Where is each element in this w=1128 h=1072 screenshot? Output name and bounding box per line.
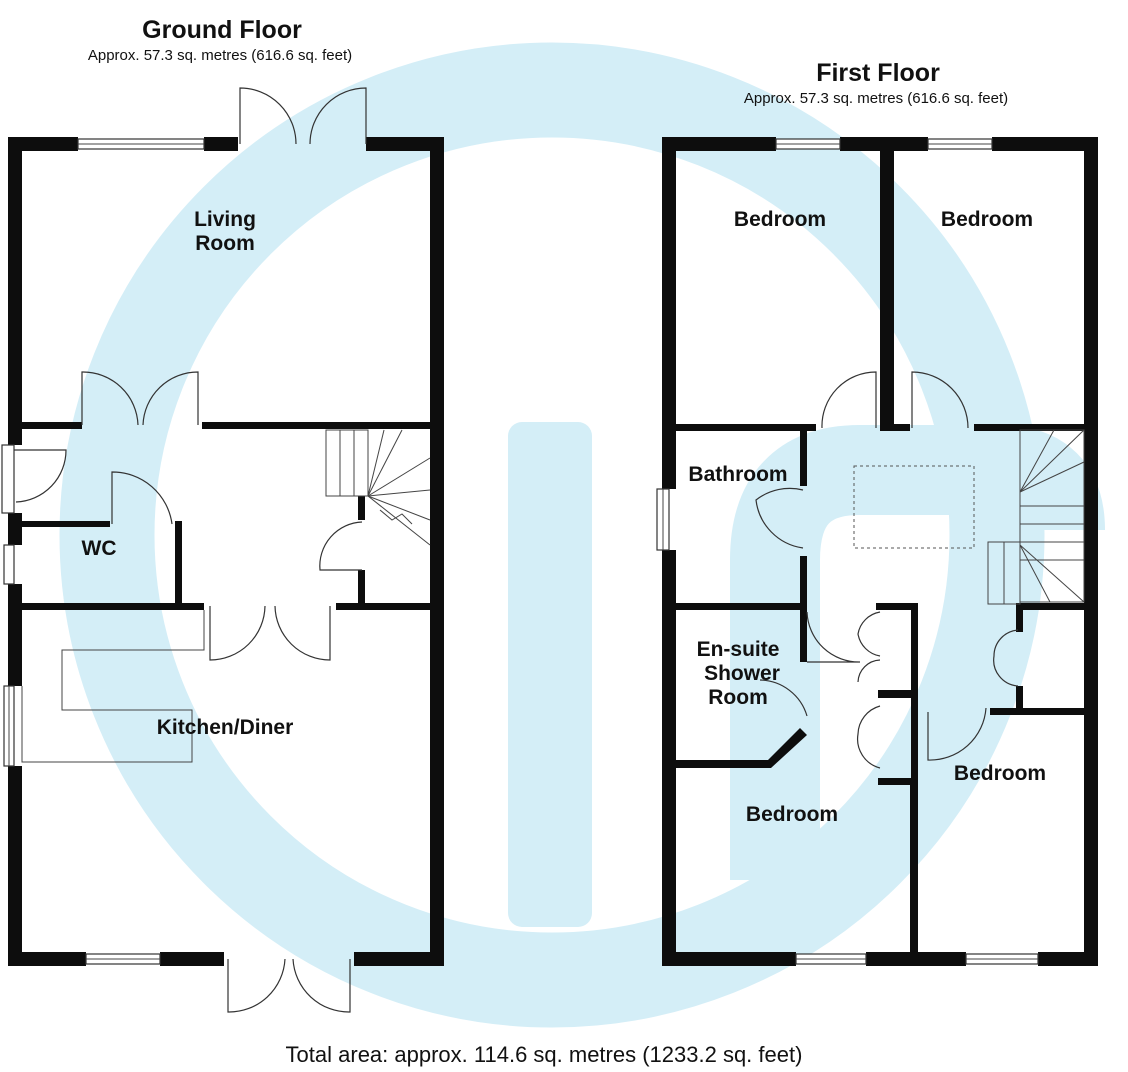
room-label-bedroom-bottom-center: Bedroom — [746, 803, 838, 826]
kitchen-units — [21, 610, 205, 763]
first-floor-windows — [656, 138, 1039, 965]
room-label-bedroom-top-right: Bedroom — [941, 208, 1033, 231]
watermark-logo — [59, 42, 1105, 1028]
first-floor-title: First Floor — [816, 59, 940, 87]
first-floor-area: Approx. 57.3 sq. metres (616.6 sq. feet) — [744, 90, 1008, 107]
ground-floor-title: Ground Floor — [142, 16, 302, 44]
room-label-wc: WC — [82, 537, 117, 560]
total-area: Total area: approx. 114.6 sq. metres (12… — [286, 1042, 803, 1067]
room-label-ensuite: Room — [708, 686, 768, 709]
room-label-ensuite: Shower — [704, 662, 780, 685]
room-label-bedroom-bottom-right: Bedroom — [954, 762, 1046, 785]
room-label-living-room: Living — [194, 208, 256, 231]
first-floor-stairs — [987, 429, 1085, 605]
room-label-living-room: Room — [195, 232, 255, 255]
loft-hatch — [853, 465, 975, 549]
ground-floor-windows — [1, 138, 205, 965]
ground-floor-walls — [8, 137, 444, 966]
room-label-bedroom-top-left: Bedroom — [734, 208, 826, 231]
room-label-ensuite: En-suite — [697, 638, 780, 661]
ground-floor-area: Approx. 57.3 sq. metres (616.6 sq. feet) — [88, 47, 352, 64]
ground-floor-doors — [14, 87, 367, 1013]
first-floor-doors — [755, 371, 1019, 769]
ground-floor-stairs — [325, 429, 431, 546]
first-floor-walls — [662, 137, 1098, 966]
room-label-kitchen-diner: Kitchen/Diner — [157, 716, 294, 739]
room-label-bathroom: Bathroom — [688, 463, 787, 486]
